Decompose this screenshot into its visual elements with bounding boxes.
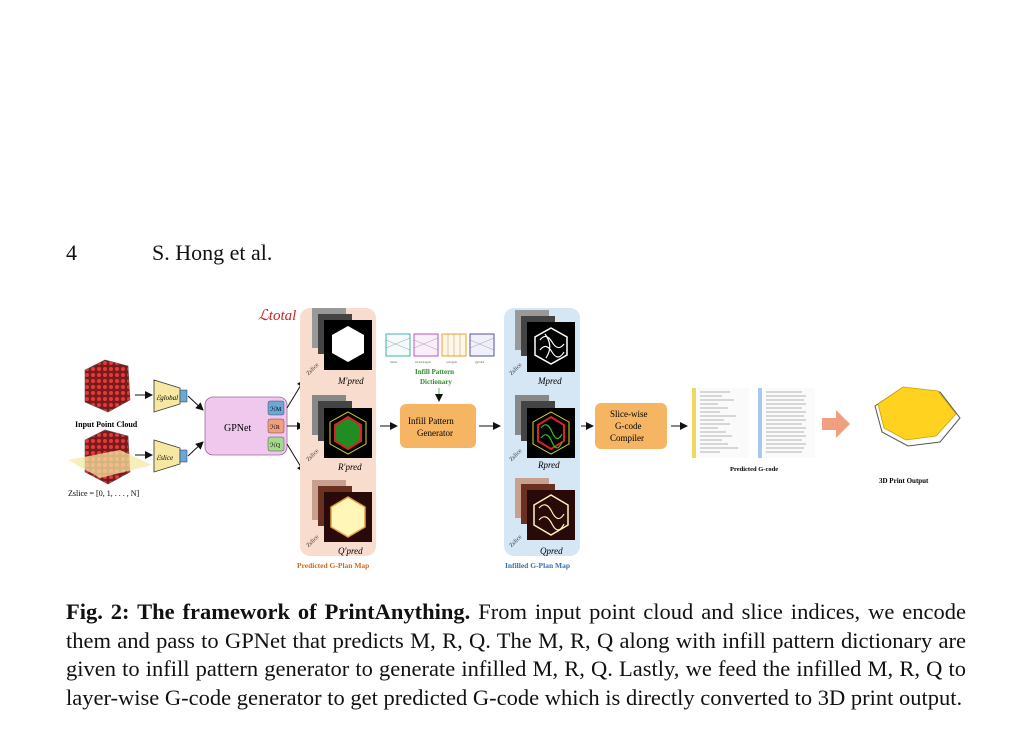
output-arrow: [822, 410, 850, 438]
infill-panel-label: Infilled G-Plan Map: [505, 561, 570, 570]
compiler-label-1: Slice-wise: [610, 409, 648, 419]
generator-label-2: Generator: [417, 428, 453, 438]
input-point-cloud-bottom: [68, 429, 152, 485]
dict-item-4: gyroid: [475, 360, 484, 364]
dict-item-1: cubic: [390, 360, 398, 364]
caption-text: From input point cloud and slice indices…: [66, 599, 966, 710]
input-label: Input Point Cloud: [75, 420, 138, 429]
loss-label: ℒtotal: [258, 308, 296, 324]
running-authors: S. Hong et al.: [152, 240, 273, 265]
framework-figure: ℒtotal Input Point Cloud Zslice = [0, 1,…: [68, 308, 961, 570]
infill-map-r: [515, 395, 575, 458]
pred-m-label: M′pred: [337, 376, 364, 386]
infill-dictionary: [385, 333, 495, 357]
infill-q-label: Qpred: [540, 546, 563, 556]
compiler-label-2: G-code: [615, 421, 642, 431]
caption-title: Fig. 2: The framework of PrintAnything.: [66, 599, 471, 624]
compiler-label-3: Compiler: [610, 433, 644, 443]
dict-label-1: Infill Pattern: [415, 368, 454, 376]
infill-generator-box: [400, 404, 476, 448]
dict-item-3: octagon: [446, 360, 457, 364]
page-header: 4 S. Hong et al.: [66, 240, 272, 266]
head-r: ℋR: [270, 424, 280, 431]
gcode-compiler-box: [595, 403, 667, 449]
input-point-cloud-top: [84, 359, 131, 413]
output-label: 3D Print Output: [879, 477, 929, 485]
slice-encoder: [153, 439, 188, 473]
infill-map-q: [515, 478, 575, 540]
infill-m-label: Mpred: [537, 376, 562, 386]
dict-item-2: tri-hexagon: [415, 360, 431, 364]
generator-label-1: Infill Pattern: [408, 416, 454, 426]
pred-map-m: [312, 308, 372, 370]
gcode-listing: [692, 388, 815, 458]
slice-encoder-label: ℰslice: [156, 454, 173, 462]
pred-r-label: R′pred: [337, 462, 362, 472]
pred-q-label: Q′pred: [338, 546, 363, 556]
gpnet-label: GPNet: [224, 423, 251, 434]
page-number: 4: [66, 240, 77, 265]
print-output-3d: [874, 386, 961, 447]
infill-r-label: Rpred: [537, 460, 560, 470]
global-encoder-label: ℰglobal: [156, 394, 178, 402]
infill-map-m: [515, 310, 575, 372]
global-encoder: [153, 379, 188, 413]
pred-map-q: [312, 480, 372, 542]
gcode-label: Predicted G-code: [730, 466, 778, 473]
zslice-range: Zslice = [0, 1, . . . , N]: [68, 489, 140, 498]
figure-caption: Fig. 2: The framework of PrintAnything. …: [66, 598, 966, 712]
pred-map-r: [312, 395, 372, 458]
head-q: ℋQ: [270, 442, 281, 449]
pred-panel-label: Predicted G-Plan Map: [297, 561, 369, 570]
dict-label-2: Dictionary: [420, 378, 452, 386]
head-m: ℋM: [270, 406, 282, 413]
